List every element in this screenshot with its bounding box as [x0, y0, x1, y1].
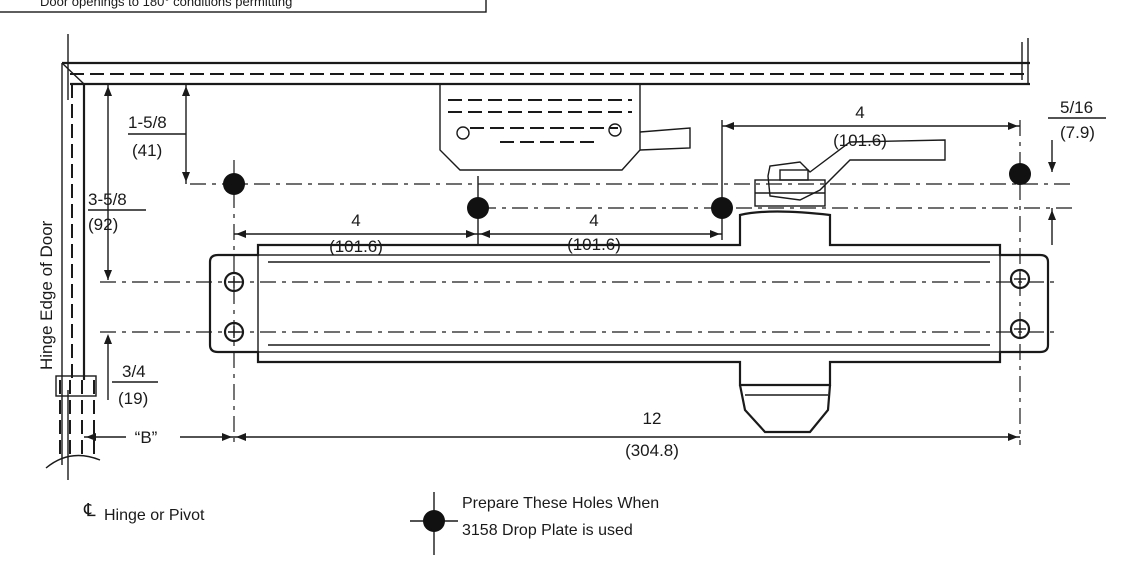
- dim-1-5-8: 1-5/8 (41): [107, 84, 190, 280]
- header-note-box: Door openings to 180° conditions permitt…: [0, 0, 487, 13]
- dim-3-4: 3/4 (19): [104, 334, 158, 408]
- header-note: Door openings to 180° conditions permitt…: [40, 0, 292, 9]
- center-lines: [100, 120, 1075, 445]
- dim-b-label: “B”: [135, 428, 158, 447]
- door-hinge-edge: [61, 34, 86, 465]
- svg-text:(92): (92): [88, 215, 118, 234]
- hinge-edge-label: Hinge Edge of Door: [37, 220, 56, 370]
- svg-text:4: 4: [589, 211, 598, 230]
- drop-plate-holes: [223, 163, 1031, 219]
- svg-text:(19): (19): [118, 389, 148, 408]
- dim-5-16: 5/16 (7.9): [1048, 98, 1106, 245]
- svg-text:5/16: 5/16: [1060, 98, 1093, 117]
- hinge-or-pivot-label: Hinge or Pivot: [104, 507, 205, 524]
- centerline-symbol: ℄: [83, 500, 96, 520]
- svg-text:(101.6): (101.6): [567, 235, 621, 254]
- hole-3: [711, 197, 733, 219]
- svg-text:(101.6): (101.6): [329, 237, 383, 256]
- dim-b-and-12: “B” 12 (304.8): [84, 409, 1020, 460]
- legend: Prepare These Holes When 3158 Drop Plate…: [410, 492, 659, 555]
- hole-2: [467, 197, 489, 219]
- dim-4-left: 4 (101.6): [234, 211, 478, 256]
- legend-text-line1: Prepare These Holes When: [462, 495, 659, 512]
- dim-4-top: 4 (101.6): [722, 103, 1020, 150]
- closer-arm: [754, 139, 946, 207]
- svg-text:3-5/8: 3-5/8: [88, 190, 127, 209]
- svg-text:3/4: 3/4: [122, 362, 146, 381]
- svg-text:(41): (41): [132, 141, 162, 160]
- svg-text:4: 4: [855, 103, 864, 122]
- legend-text-line2: 3158 Drop Plate is used: [462, 522, 633, 539]
- dim-3-5-8: 3-5/8 (92): [88, 86, 146, 280]
- svg-text:1-5/8: 1-5/8: [128, 113, 167, 132]
- arm-shoe-bracket: [439, 84, 691, 171]
- svg-text:(304.8): (304.8): [625, 441, 679, 460]
- hole-1: [223, 173, 245, 195]
- legend-hole-icon: [423, 510, 445, 532]
- hinge-pivot: [45, 375, 101, 480]
- svg-text:4: 4: [351, 211, 360, 230]
- svg-text:(101.6): (101.6): [833, 131, 887, 150]
- dim-4-mid: 4 (101.6): [478, 211, 722, 254]
- svg-text:12: 12: [643, 409, 662, 428]
- hole-4: [1009, 163, 1031, 185]
- svg-text:(7.9): (7.9): [1060, 123, 1095, 142]
- door-frame-header: [62, 38, 1030, 86]
